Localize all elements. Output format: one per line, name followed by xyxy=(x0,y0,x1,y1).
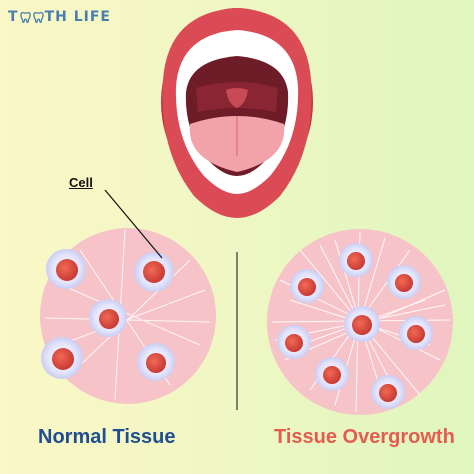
open-mouth xyxy=(161,8,313,218)
cell xyxy=(277,325,311,359)
cell-pointer-line xyxy=(104,189,163,259)
tooth-icon xyxy=(19,11,31,23)
cell xyxy=(134,252,174,292)
cell xyxy=(315,357,349,391)
overgrowth-caption: Tissue Overgrowth xyxy=(274,426,455,448)
cell xyxy=(371,375,405,409)
cell-label: Cell xyxy=(69,175,93,190)
cell xyxy=(387,265,421,299)
cell xyxy=(41,337,83,379)
cell xyxy=(46,249,86,289)
brand-logo: T TH LIFE xyxy=(8,8,111,26)
cell xyxy=(399,316,433,350)
overgrowth-tissue-diagram xyxy=(267,229,453,415)
cell xyxy=(137,343,175,381)
cell xyxy=(290,269,324,303)
normal-tissue-diagram xyxy=(40,228,216,404)
cell xyxy=(339,243,373,277)
tooth-icon xyxy=(32,11,44,23)
uvula xyxy=(226,88,248,108)
brand-suffix: TH LIFE xyxy=(44,9,111,25)
cell xyxy=(344,306,380,342)
normal-tissue-caption: Normal Tissue xyxy=(38,426,176,448)
cell xyxy=(89,299,127,337)
brand-prefix: T xyxy=(8,9,19,25)
